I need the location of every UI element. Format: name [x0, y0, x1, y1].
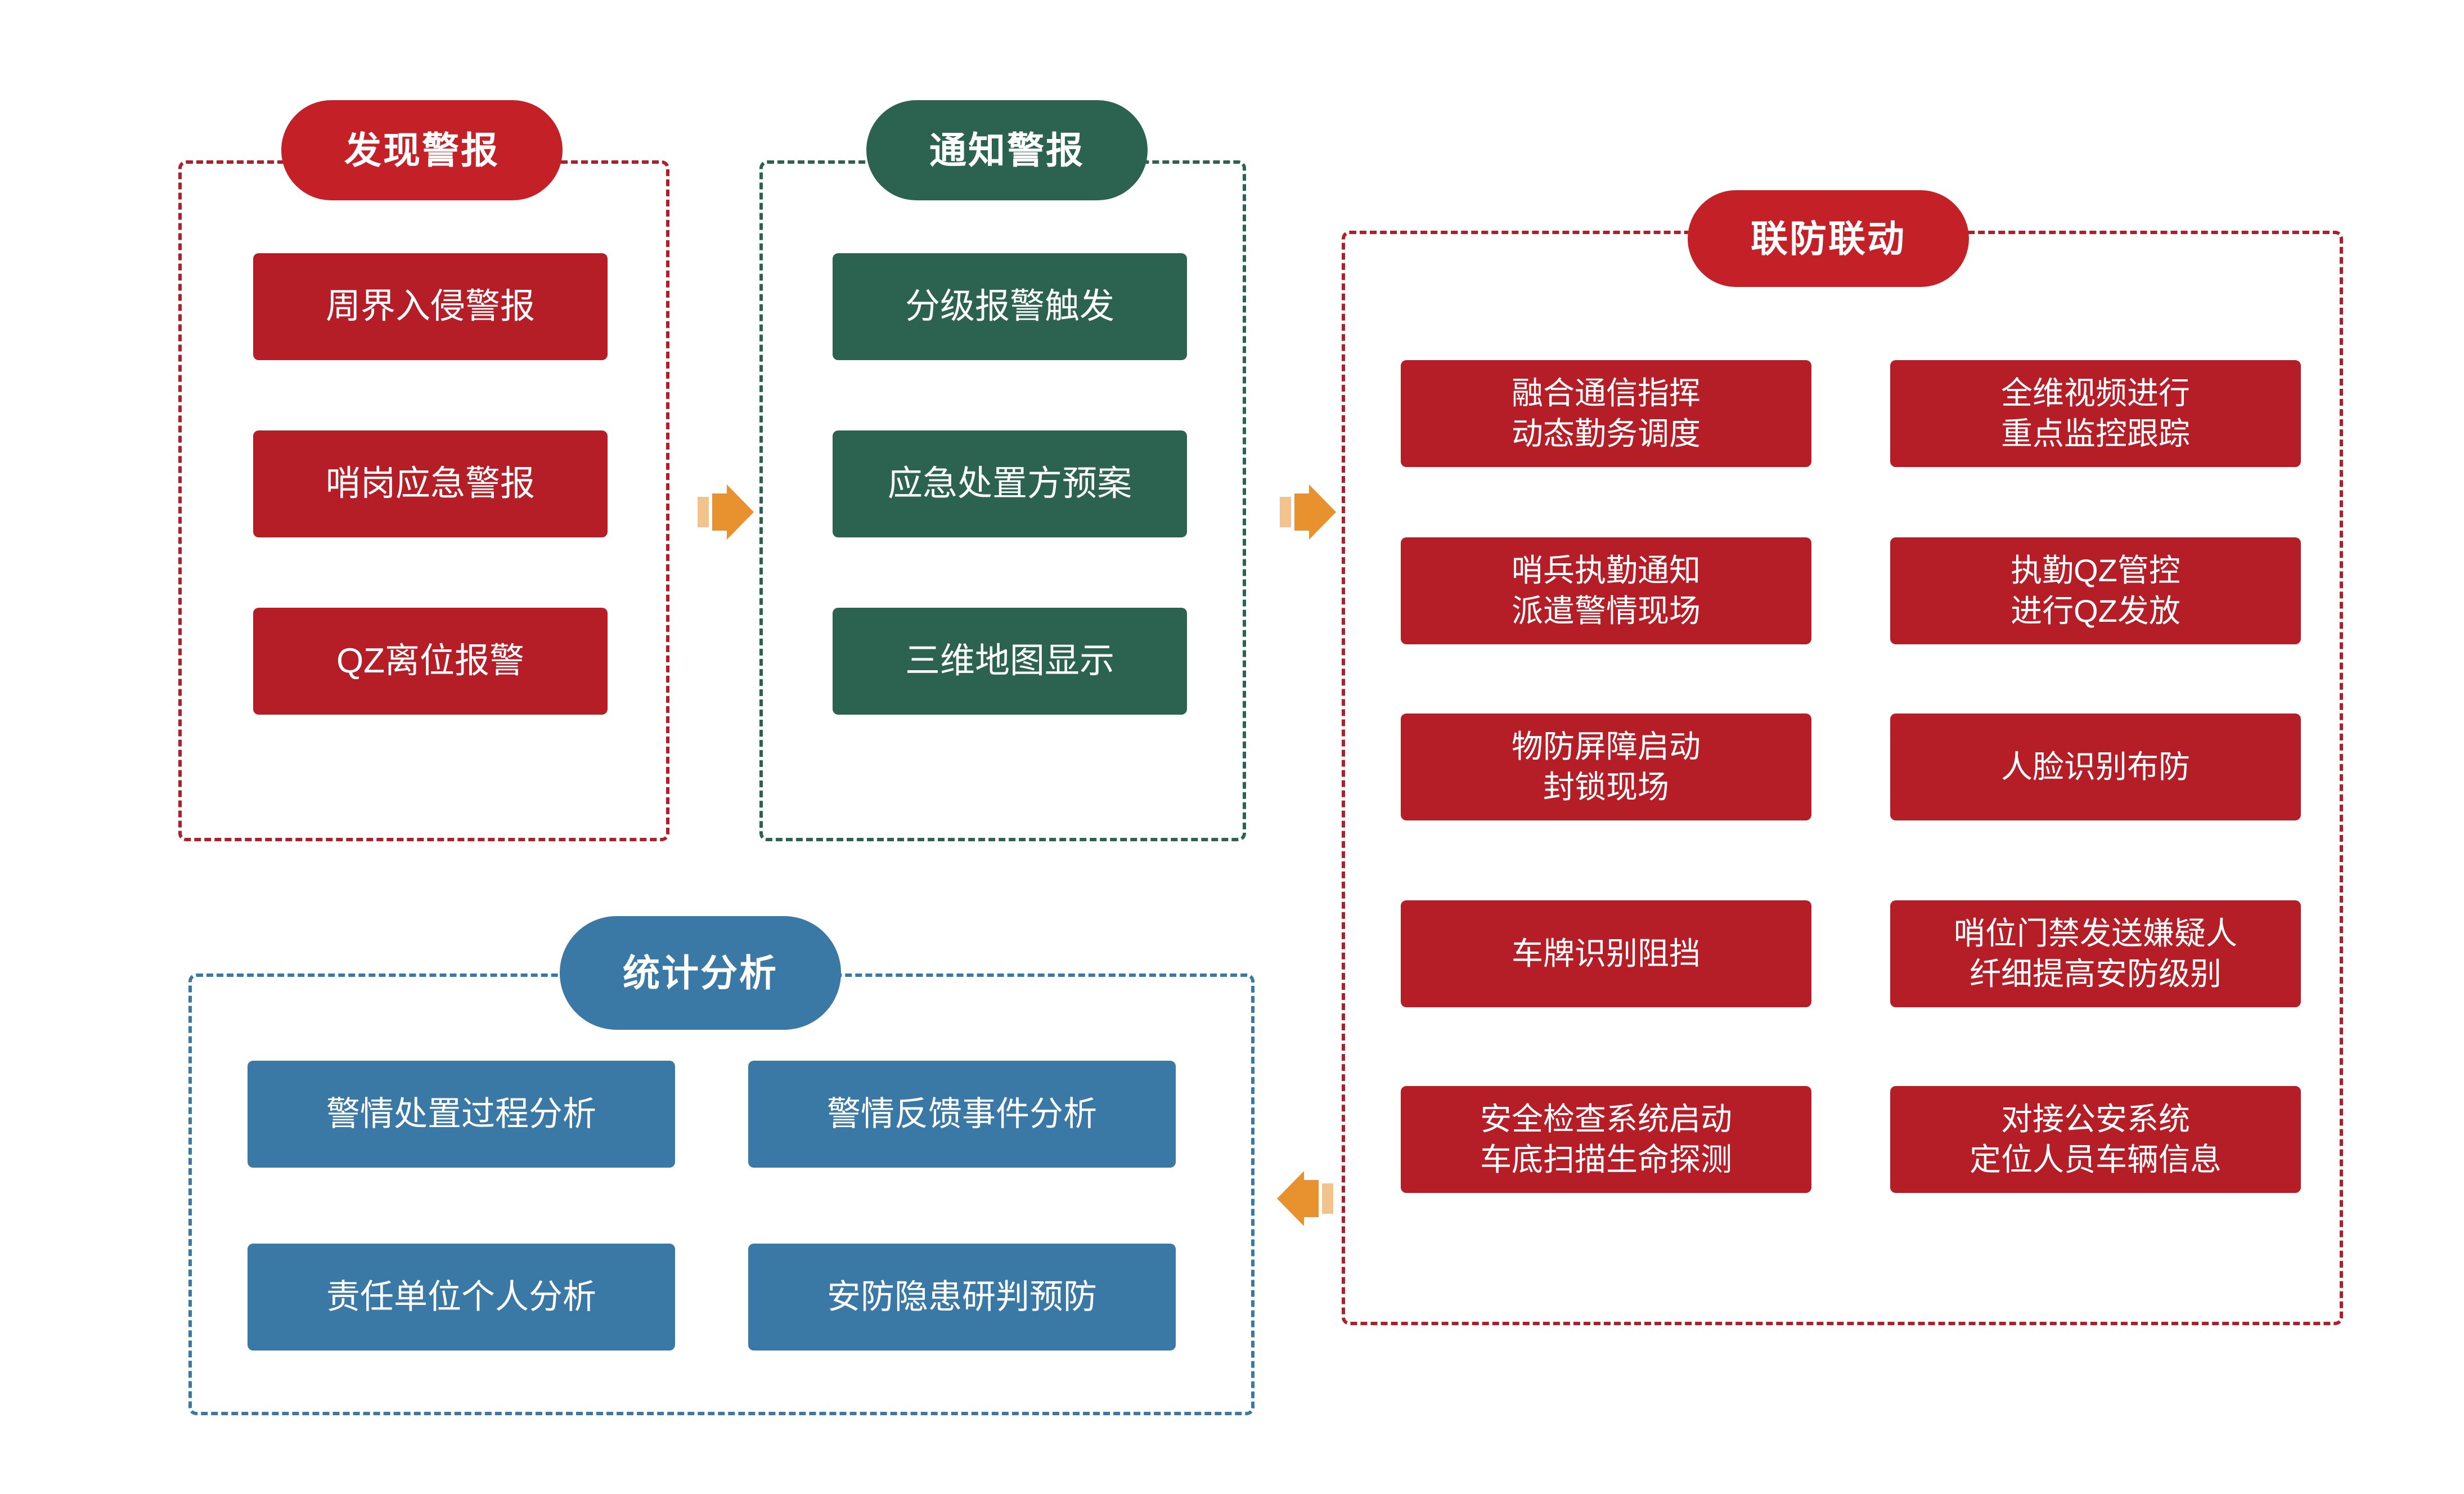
group-title-discover-alarm[interactable]: 发现警报 — [281, 100, 563, 200]
item-line: 周界入侵警报 — [325, 287, 535, 326]
item-line: 重点监控跟踪 — [2001, 416, 2190, 451]
item-line: 动态勤务调度 — [1512, 416, 1701, 451]
item-box-qz-off-post-alarm[interactable]: QZ离位报警 — [253, 608, 608, 715]
group-title-text: 联防联动 — [1751, 217, 1906, 259]
item-line: 人脸识别布防 — [2001, 749, 2190, 785]
item-line: 责任单位个人分析 — [326, 1277, 596, 1316]
item-line: 车牌识别阻挡 — [1512, 936, 1701, 972]
group-title-statistics[interactable]: 统计分析 — [560, 916, 841, 1030]
item-line: 执勤QZ管控 — [2011, 553, 2180, 589]
arrow-discover-to-notify-icon — [692, 481, 759, 543]
item-line: 哨岗应急警报 — [325, 464, 535, 504]
group-title-joint-defense[interactable]: 联防联动 — [1688, 190, 1969, 287]
item-line: 物防屏障启动 — [1512, 729, 1701, 765]
item-line: 派遣警情现场 — [1512, 593, 1701, 629]
item-box-alarm-feedback-event-analysis[interactable]: 警情反馈事件分析 — [748, 1061, 1176, 1168]
item-line: 分级报警触发 — [905, 287, 1114, 326]
item-line: 警情处置过程分析 — [326, 1094, 596, 1133]
item-line: 封锁现场 — [1543, 769, 1669, 805]
item-line: 应急处置方预案 — [887, 464, 1132, 504]
group-title-text: 统计分析 — [623, 952, 778, 994]
item-box-alarm-handling-process-analysis[interactable]: 警情处置过程分析 — [248, 1061, 675, 1168]
item-box-graded-alarm-trigger[interactable]: 分级报警触发 — [833, 253, 1187, 360]
group-title-notify-alarm[interactable]: 通知警报 — [866, 100, 1148, 200]
item-line: 安全检查系统启动 — [1480, 1101, 1732, 1137]
item-box-face-recognition-deploy[interactable]: 人脸识别布防 — [1890, 714, 2301, 820]
item-line: 纤细提高安防级别 — [1970, 956, 2222, 991]
item-line: 哨位门禁发送嫌疑人 — [1954, 916, 2237, 952]
item-box-fusion-comms-command[interactable]: 融合通信指挥 动态勤务调度 — [1401, 360, 1811, 467]
item-box-security-check-system[interactable]: 安全检查系统启动 车底扫描生命探测 — [1401, 1086, 1811, 1193]
item-line: QZ离位报警 — [336, 641, 525, 681]
item-box-perimeter-intrusion-alarm[interactable]: 周界入侵警报 — [253, 253, 608, 360]
item-box-emergency-response-plan[interactable]: 应急处置方预案 — [833, 430, 1187, 537]
item-box-plate-recognition-block[interactable]: 车牌识别阻挡 — [1401, 900, 1811, 1007]
item-line: 安防隐患研判预防 — [827, 1277, 1097, 1316]
item-line: 全维视频进行 — [2001, 375, 2190, 411]
item-box-duty-qz-control[interactable]: 执勤QZ管控 进行QZ发放 — [1890, 537, 2301, 644]
item-line: 融合通信指挥 — [1512, 375, 1701, 411]
item-box-sentry-emergency-alarm[interactable]: 哨岗应急警报 — [253, 430, 608, 537]
item-box-omni-video-tracking[interactable]: 全维视频进行 重点监控跟踪 — [1890, 360, 2301, 467]
arrow-joint-to-statistics-icon — [1271, 1168, 1339, 1230]
item-box-physical-barrier-activate[interactable]: 物防屏障启动 封锁现场 — [1401, 714, 1811, 820]
item-line: 哨兵执勤通知 — [1512, 553, 1701, 589]
item-line: 定位人员车辆信息 — [1970, 1142, 2222, 1177]
item-box-connect-public-security[interactable]: 对接公安系统 定位人员车辆信息 — [1890, 1086, 2301, 1193]
item-line: 警情反馈事件分析 — [827, 1094, 1097, 1133]
item-box-sentry-duty-notice[interactable]: 哨兵执勤通知 派遣警情现场 — [1401, 537, 1811, 644]
item-line: 对接公安系统 — [2001, 1101, 2190, 1137]
group-title-text: 通知警报 — [929, 129, 1085, 171]
item-box-gate-send-suspect[interactable]: 哨位门禁发送嫌疑人 纤细提高安防级别 — [1890, 900, 2301, 1007]
item-line: 进行QZ发放 — [2011, 593, 2180, 629]
group-title-text: 发现警报 — [344, 129, 500, 171]
item-line: 车底扫描生命探测 — [1480, 1142, 1732, 1177]
item-box-responsible-unit-person-analysis[interactable]: 责任单位个人分析 — [248, 1244, 675, 1351]
arrow-notify-to-joint-icon — [1274, 481, 1342, 543]
item-line: 三维地图显示 — [905, 641, 1114, 681]
item-box-security-hazard-prevention[interactable]: 安防隐患研判预防 — [748, 1244, 1176, 1351]
item-box-3d-map-display[interactable]: 三维地图显示 — [833, 608, 1187, 715]
